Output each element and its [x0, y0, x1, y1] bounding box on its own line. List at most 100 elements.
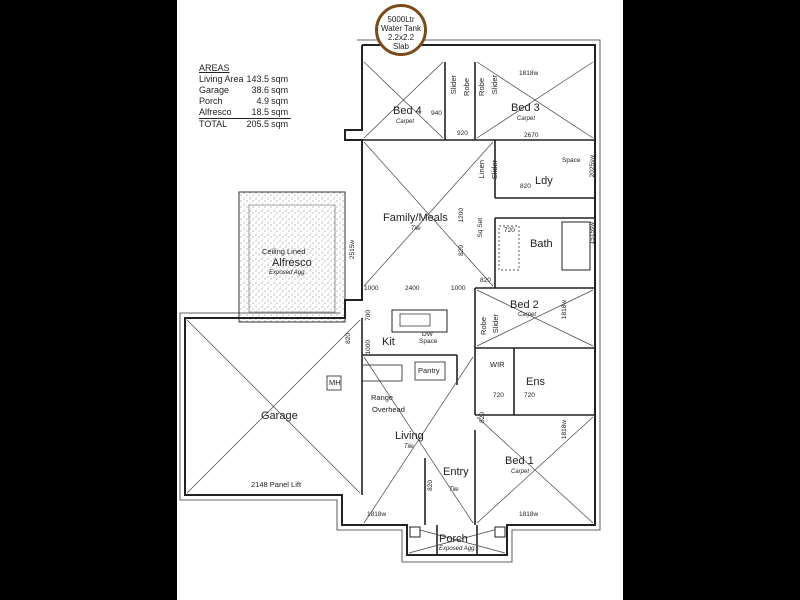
areas-row: Garage 38.6 sqm [199, 85, 291, 96]
room-bath-name: Bath [530, 238, 553, 250]
label-sq-set: Sq Set [477, 218, 484, 238]
label-range: Range [371, 393, 394, 402]
room-bed1-floor: Carpet [511, 469, 530, 475]
areas-row: Alfresco 18.5 sqm [199, 107, 291, 119]
shower-base [498, 225, 520, 271]
area-label: Porch [199, 96, 223, 106]
label-space-ldy: Space [562, 157, 581, 164]
kitchen-cooktop [361, 364, 403, 382]
label-overhead: Overhead [372, 405, 405, 414]
room-bed1-name: Bed 1 [505, 455, 534, 467]
areas-total-row: TOTAL 205.5 sqm [199, 118, 292, 130]
area-total-unit: sqm [271, 118, 292, 130]
dim-label: 1000 [365, 340, 372, 355]
room-living-floor: Tile [404, 444, 414, 450]
dim-label: 720 [493, 392, 504, 399]
dim-label: 1200 [458, 208, 465, 223]
kitchen-island [391, 309, 448, 333]
dim-label: 1818w [561, 300, 568, 320]
label-robe-b: Robe [477, 78, 486, 96]
tank-line: Water Tank [380, 24, 421, 33]
dim-label: 1000 [451, 285, 466, 292]
tank-line: 2.2x2.2 [387, 33, 415, 42]
dim-label: 720 [524, 392, 535, 399]
water-tank: 5000Ltr Water Tank 2.2x2.2 Slab [375, 4, 427, 56]
floor-plan-drawing [179, 39, 601, 563]
alfresco-inner [248, 204, 336, 313]
room-kit-name: Kit [382, 336, 395, 348]
label-slider-d: Slider [491, 314, 500, 334]
label-robe-c: Robe [479, 317, 488, 335]
room-garage-name: Garage [261, 410, 298, 422]
area-total-value: 205.5 [246, 118, 272, 130]
room-alfresco-floor: Exposed Agg. [269, 270, 307, 276]
area-value: 4.9 [256, 96, 270, 106]
room-porch-floor: Exposed Agg. [439, 546, 477, 552]
areas-heading: AREAS [199, 63, 230, 73]
floor-plan-sheet: AREAS Living Area 143.5 sqm Garage 38.6 … [177, 0, 623, 600]
room-family-floor: Tile [411, 226, 421, 232]
room-entry-name: Entry [443, 466, 469, 478]
label-mh: MH [329, 378, 341, 387]
room-living-name: Living [395, 430, 424, 442]
room-wir-name: WIR [490, 360, 505, 369]
room-ens-name: Ens [526, 376, 545, 388]
dim-label: 820 [427, 480, 434, 491]
room-bed3-name: Bed 3 [511, 102, 540, 114]
area-value: 143.5 [246, 74, 270, 84]
areas-row: Porch 4.9 sqm [199, 96, 291, 107]
area-total-label: TOTAL [199, 118, 247, 130]
label-slider-c: Slider [490, 160, 499, 180]
room-porch-name: Porch [439, 533, 468, 545]
porch-pier-left [409, 526, 421, 538]
room-bed4-name: Bed 4 [393, 105, 422, 117]
dim-label: 820 [480, 277, 491, 284]
label-linen: Linen [477, 160, 486, 179]
areas-row: Living Area 143.5 sqm [199, 74, 291, 85]
dim-label: 1818w [367, 511, 387, 518]
dim-label: 820 [520, 183, 531, 190]
dim-label: 2670 [524, 132, 539, 139]
room-bed3-floor: Carpet [517, 116, 536, 122]
dim-label: 2025sw [589, 155, 596, 178]
bath-tub [561, 221, 591, 271]
dim-label: 820 [458, 245, 465, 256]
areas-table: Living Area 143.5 sqm Garage 38.6 sqm Po… [199, 74, 292, 130]
room-family-name: Family/Meals [383, 212, 448, 224]
dim-label: 1818w [561, 420, 568, 440]
tank-line: 5000Ltr [387, 15, 415, 24]
house-outline [184, 44, 596, 556]
dim-label: 1000 [364, 285, 379, 292]
dim-label: 820 [479, 412, 486, 423]
dim-label: 820 [345, 333, 352, 344]
dim-label: 2400 [405, 285, 420, 292]
area-label: Garage [199, 85, 230, 95]
label-robe-a: Robe [462, 78, 471, 96]
dim-label: 2515w [349, 240, 356, 260]
porch-pier-right [494, 526, 506, 538]
label-slider-a: Slider [449, 75, 458, 95]
room-diagonals [186, 61, 594, 554]
room-bed4-floor: Carpet [396, 119, 415, 125]
areas-schedule: AREAS Living Area 143.5 sqm Garage 38.6 … [199, 63, 292, 130]
room-entry-floor: Tile [449, 487, 459, 493]
area-value: 38.6 [251, 85, 270, 95]
area-unit: sqm [271, 96, 289, 106]
dim-label: 1818w [519, 511, 539, 518]
interior-walls [361, 62, 595, 555]
label-slider-b: Slider [490, 75, 499, 95]
dim-label: 1515sw [589, 222, 596, 245]
kitchen-sink [399, 313, 431, 327]
alfresco-slab [238, 191, 346, 323]
dim-label: 1818w [519, 70, 539, 77]
dim-label: 720 [504, 227, 515, 234]
label-space: Space [419, 338, 438, 345]
room-bed2-floor: Carpet [518, 312, 537, 318]
area-unit: sqm [271, 74, 289, 84]
room-alfresco-name1: Ceiling Lined [262, 247, 306, 256]
dim-label: 940 [431, 110, 442, 117]
area-unit: sqm [271, 85, 289, 95]
tank-line: Slab [392, 42, 409, 51]
label-pantry: Pantry [418, 366, 440, 375]
area-label: Alfresco [199, 107, 232, 117]
